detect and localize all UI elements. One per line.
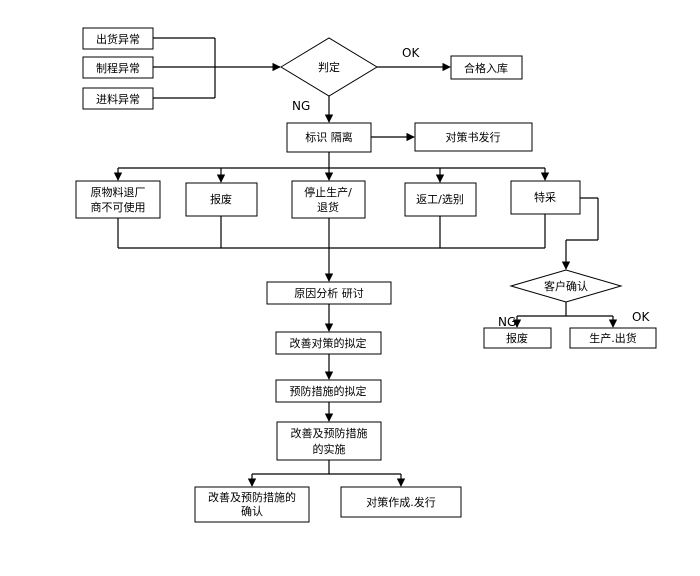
node-judge-diamond: 判定	[280, 37, 378, 97]
connector-special-to-customer	[561, 197, 599, 270]
node-countermeasure-issue-label: 对策书发行	[446, 130, 501, 144]
node-countermeasure-issue: 对策书发行	[414, 122, 533, 152]
node-rework: 返工/选别	[404, 182, 477, 217]
node-improve-plan-label: 改善对策的拟定	[290, 336, 367, 350]
node-special-purchase: 特采	[510, 180, 581, 215]
node-customer-scrap-label: 报废	[506, 331, 528, 345]
node-improve-plan: 改善对策的拟定	[275, 331, 382, 355]
node-implement-line1: 改善及预防措施	[291, 426, 368, 440]
node-countermeasure-done-label: 对策作成.发行	[366, 495, 436, 509]
node-production-ship: 生产.出货	[569, 327, 657, 349]
node-process-abnormal-label: 制程异常	[96, 62, 140, 75]
node-customer-scrap: 报废	[483, 327, 552, 349]
node-shipment-abnormal: 出货异常	[82, 27, 154, 50]
node-scrap-label: 报废	[210, 192, 232, 206]
node-prevent-plan-label: 预防措施的拟定	[290, 384, 367, 398]
node-confirm-measures-line2: 确认	[241, 505, 263, 518]
node-stop-production: 停止生产/ 退货	[291, 180, 366, 219]
node-incoming-abnormal-label: 进料异常	[96, 92, 140, 106]
node-cause-analysis: 原因分析 研讨	[266, 281, 392, 305]
customer-ng-label: NG	[498, 315, 516, 329]
node-customer-confirm-diamond: 客户确认	[509, 269, 623, 303]
node-judge-label: 判定	[318, 60, 340, 74]
node-return-vendor-line1: 原物料退厂	[91, 185, 146, 199]
node-incoming-abnormal: 进料异常	[82, 87, 154, 110]
node-special-purchase-label: 特采	[534, 190, 556, 204]
node-pass-storage: 合格入库	[450, 55, 523, 80]
connector-implement-to-final	[247, 460, 406, 487]
judge-ng-label: NG	[292, 99, 310, 113]
judge-ok-label: OK	[402, 46, 420, 60]
node-customer-confirm-label: 客户确认	[544, 279, 588, 293]
node-rework-label: 返工/选别	[416, 193, 464, 206]
node-return-vendor-line2: 商不可使用	[91, 200, 146, 214]
node-implement-line2: 的实施	[313, 442, 346, 456]
node-countermeasure-done: 对策作成.发行	[340, 486, 462, 518]
node-confirm-measures: 改善及预防措施的 确认	[194, 486, 310, 523]
node-process-abnormal: 制程异常	[82, 56, 154, 79]
node-identify-isolate-label: 标识 隔离	[305, 130, 353, 144]
node-cause-analysis-label: 原因分析 研讨	[294, 286, 364, 300]
node-identify-isolate: 标识 隔离	[286, 122, 372, 153]
customer-ok-label: OK	[632, 310, 650, 324]
node-return-vendor: 原物料退厂 商不可使用	[75, 180, 161, 219]
node-stop-production-line1: 停止生产/	[304, 185, 352, 199]
node-scrap: 报废	[185, 182, 258, 217]
node-pass-storage-label: 合格入库	[464, 61, 508, 75]
connector-inputs-to-judge	[153, 37, 281, 99]
connector-branch-merge	[117, 214, 546, 282]
node-production-ship-label: 生产.出货	[589, 331, 637, 345]
node-stop-production-line2: 退货	[317, 200, 339, 214]
node-prevent-plan: 预防措施的拟定	[275, 379, 382, 403]
node-confirm-measures-line1: 改善及预防措施的	[208, 490, 296, 504]
connector-branch-distribution	[113, 152, 550, 183]
node-shipment-abnormal-label: 出货异常	[96, 32, 140, 46]
node-implement: 改善及预防措施 的实施	[276, 421, 382, 461]
connector-customer-outcomes	[512, 302, 618, 328]
